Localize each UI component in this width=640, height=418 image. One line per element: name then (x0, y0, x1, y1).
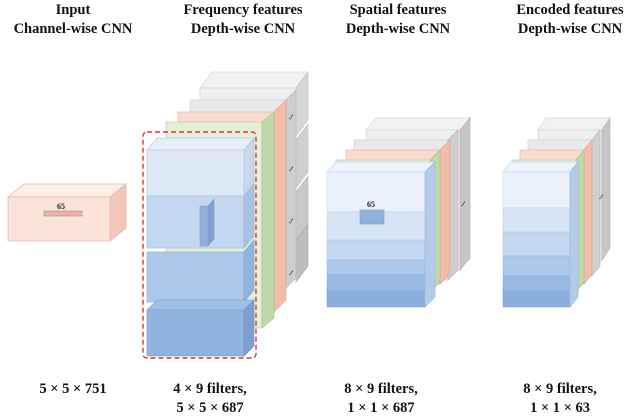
caption-input-line-1: 5 × 5 × 751 (39, 381, 107, 397)
caption-frequency-line-2: 5 × 5 × 687 (176, 400, 244, 416)
caption-encoded-line-2: 1 × 1 × 63 (529, 400, 591, 416)
header-spatial-title: Spatial features (349, 2, 447, 18)
header-frequency: Frequency features Depth-wise CNN (163, 1, 323, 39)
input-kernel-marker (43, 210, 83, 217)
header-spatial: Spatial features Depth-wise CNN (328, 1, 468, 39)
encoded-band-6 (502, 290, 571, 308)
encoded-band-5 (502, 275, 571, 292)
caption-spatial-line-2: 1 × 1 × 687 (347, 400, 415, 416)
frequency-highlight-box (142, 131, 257, 359)
freq-salmon-side (273, 99, 287, 313)
input-block-front (7, 196, 111, 242)
caption-spatial: 8 × 9 filters, 1 × 1 × 687 (326, 380, 436, 418)
frequency-front-stack (142, 131, 257, 359)
spatial-gray-top (365, 117, 471, 131)
encoded-stack: ... (502, 116, 611, 308)
freq-green-side (261, 111, 275, 329)
freq-block-4-side (243, 299, 255, 357)
encoded-front-side (569, 161, 579, 308)
input-block-top (6, 183, 128, 198)
encoded-band-4 (502, 255, 571, 277)
header-spatial-subtitle: Depth-wise CNN (345, 21, 451, 37)
freq-block-1-top (146, 137, 255, 151)
freq-block-3-front (146, 251, 245, 303)
freq-block-2-front (146, 195, 245, 249)
freq-block-1-front (146, 149, 245, 197)
spatial-kernel-label: 65 (367, 200, 375, 209)
spatial-salmon-side (439, 139, 451, 285)
spatial-band-4 (326, 259, 426, 276)
freq-block-4-top (146, 299, 255, 311)
spatial-band-3 (326, 239, 426, 261)
freq-kernel-highlight-side (207, 198, 215, 247)
header-encoded-title: Encoded features (516, 2, 624, 18)
spatial-ellipsis: ... (456, 198, 467, 208)
spatial-band-1 (326, 171, 426, 213)
freq-block-3-side (243, 239, 255, 303)
input-block: 65 (6, 183, 128, 242)
caption-spatial-line-1: 8 × 9 filters, (344, 381, 418, 397)
spatial-front-top (326, 161, 436, 173)
freq-gray-top (199, 71, 309, 89)
caption-encoded: 8 × 9 filters, 1 × 1 × 63 (505, 380, 615, 418)
spatial-front-side (424, 161, 436, 308)
header-input-title: Input (55, 2, 91, 18)
encoded-band-1 (502, 171, 571, 209)
encoded-salmon-side (583, 139, 593, 285)
freq-ellipsis-2: ... (284, 163, 295, 173)
encoded-gray-top (537, 117, 611, 131)
input-kernel-label: 65 (57, 202, 65, 211)
caption-frequency-line-1: 4 × 9 filters, (173, 381, 247, 397)
header-frequency-subtitle: Depth-wise CNN (190, 21, 296, 37)
encoded-band-3 (502, 231, 571, 257)
encoded-front-top (502, 161, 579, 173)
caption-frequency: 4 × 9 filters, 5 × 5 × 687 (140, 380, 280, 418)
freq-block-4-front (146, 309, 245, 357)
freq-ellipsis-1: ... (284, 111, 295, 121)
freq-ellipsis-4: ... (284, 267, 295, 277)
header-input-subtitle: Channel-wise CNN (13, 21, 133, 37)
caption-encoded-line-1: 8 × 9 filters, (523, 381, 597, 397)
spatial-gray-side (459, 117, 471, 271)
freq-kernel-highlight (199, 205, 209, 247)
spatial-kernel-marker (359, 209, 385, 225)
header-input: Input Channel-wise CNN (0, 1, 146, 39)
spatial-band-6 (326, 290, 426, 308)
encoded-band-2 (502, 207, 571, 233)
spatial-stack: 65 ... (326, 117, 471, 308)
encoded-gray2-side (591, 129, 601, 277)
freq-ellipsis-3: ... (284, 215, 295, 225)
header-encoded-subtitle: Depth-wise CNN (517, 21, 623, 37)
spatial-band-5 (326, 274, 426, 292)
caption-input: 5 × 5 × 751 (0, 380, 146, 399)
header-frequency-title: Frequency features (183, 2, 303, 18)
encoded-ellipsis: ... (594, 191, 605, 201)
encoded-gray-side (601, 116, 611, 262)
freq-block-2-side (243, 183, 255, 249)
header-encoded: Encoded features Depth-wise CNN (500, 1, 640, 39)
